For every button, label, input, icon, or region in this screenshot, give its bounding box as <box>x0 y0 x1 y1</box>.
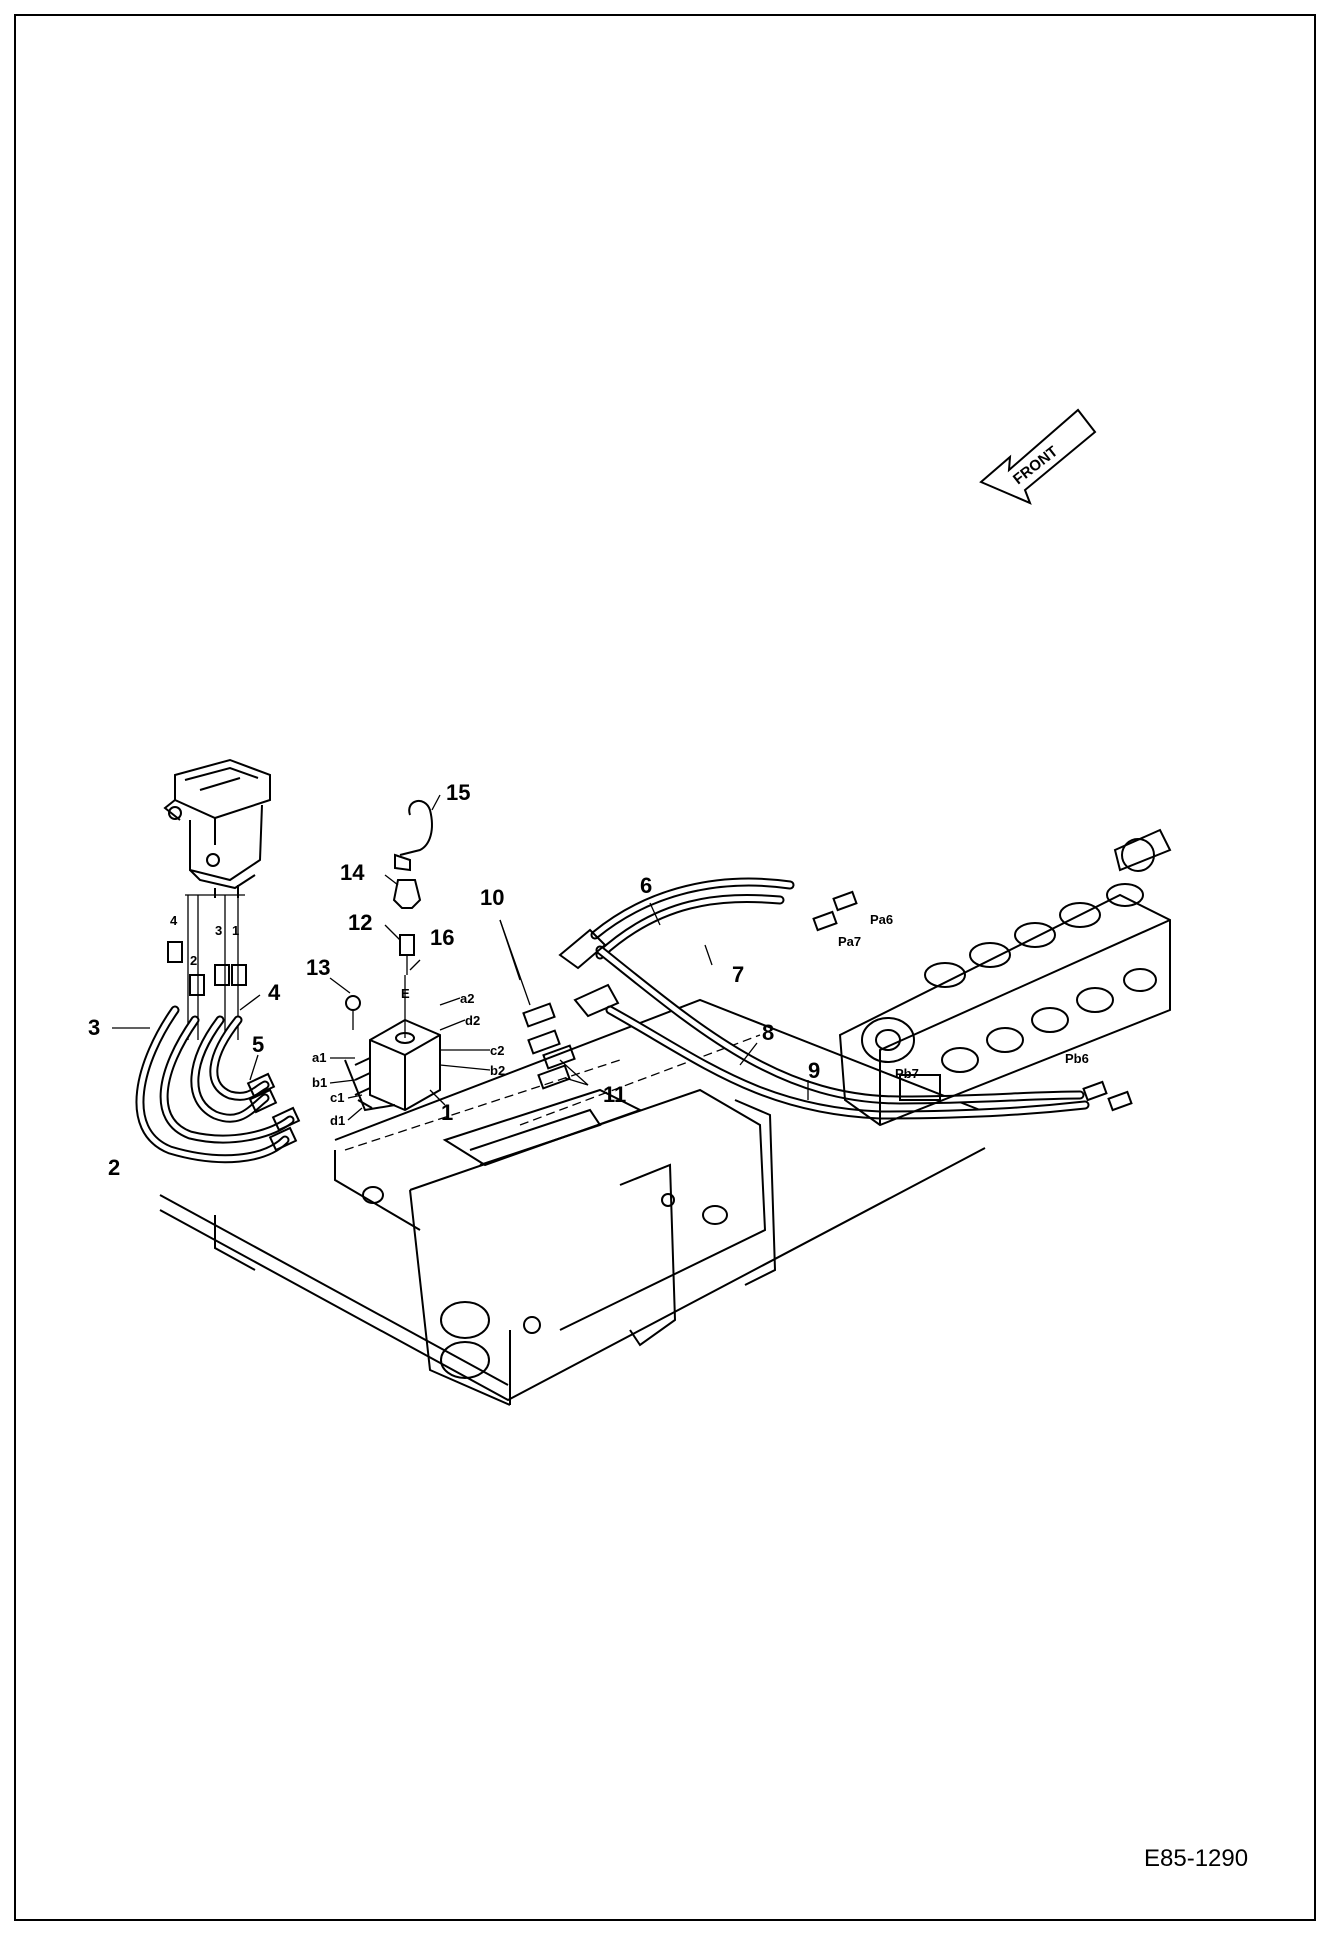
port-a1: a1 <box>312 1050 326 1065</box>
callout-6: 6 <box>640 873 652 898</box>
callout-7: 7 <box>732 962 744 987</box>
pedal-hoses <box>135 1005 301 1164</box>
callout-2: 2 <box>108 1155 120 1180</box>
control-valve-bank: Pb7 Pb6 Pa6 Pa7 <box>812 828 1172 1127</box>
callout-4: 4 <box>268 980 281 1005</box>
pedal-port-1: 1 <box>232 923 239 938</box>
callout-14: 14 <box>340 860 365 885</box>
callout-11: 11 <box>603 1082 626 1107</box>
port-b1: b1 <box>312 1075 327 1090</box>
callout-12: 12 <box>348 910 372 935</box>
callout-15: 15 <box>446 780 470 805</box>
callouts: 3 2 4 5 1 13 12 14 15 16 10 11 6 7 8 9 <box>88 780 820 1180</box>
pedal-valve: 4 2 3 1 <box>163 758 271 1040</box>
drawing-code: E85-1290 <box>1144 1845 1248 1872</box>
callout-10: 10 <box>480 885 504 910</box>
callout-3: 3 <box>88 1015 100 1040</box>
callout-16: 16 <box>430 925 454 950</box>
pedal-port-4: 4 <box>170 913 178 928</box>
upper-frame <box>159 998 986 1406</box>
control-hoses <box>522 877 1090 1120</box>
callout-8: 8 <box>762 1020 774 1045</box>
leader-lines <box>112 794 809 1106</box>
port-e: E <box>401 986 410 1001</box>
valve-block <box>344 975 441 1112</box>
port-b2: b2 <box>490 1063 505 1078</box>
port-c2: c2 <box>490 1043 504 1058</box>
front-arrow: FRONT <box>979 408 1097 505</box>
callout-9: 9 <box>808 1058 820 1083</box>
pedal-port-3: 3 <box>215 923 222 938</box>
port-pb7: Pb7 <box>895 1066 919 1081</box>
port-pa7: Pa7 <box>838 934 861 949</box>
pedal-port-2: 2 <box>190 953 197 968</box>
port-a2: a2 <box>460 991 474 1006</box>
port-pa6: Pa6 <box>870 912 893 927</box>
block-ports: a1 b1 c1 d1 a2 d2 c2 b2 <box>312 991 505 1128</box>
callout-1: 1 <box>441 1100 453 1125</box>
drawing-frame <box>14 14 1316 1921</box>
callout-13: 13 <box>306 955 330 980</box>
port-d1: d1 <box>330 1113 345 1128</box>
port-c1: c1 <box>330 1090 344 1105</box>
port-d2: d2 <box>465 1013 480 1028</box>
pressure-switch: E <box>345 800 433 1030</box>
port-pb6: Pb6 <box>1065 1051 1089 1066</box>
callout-5: 5 <box>252 1032 264 1057</box>
